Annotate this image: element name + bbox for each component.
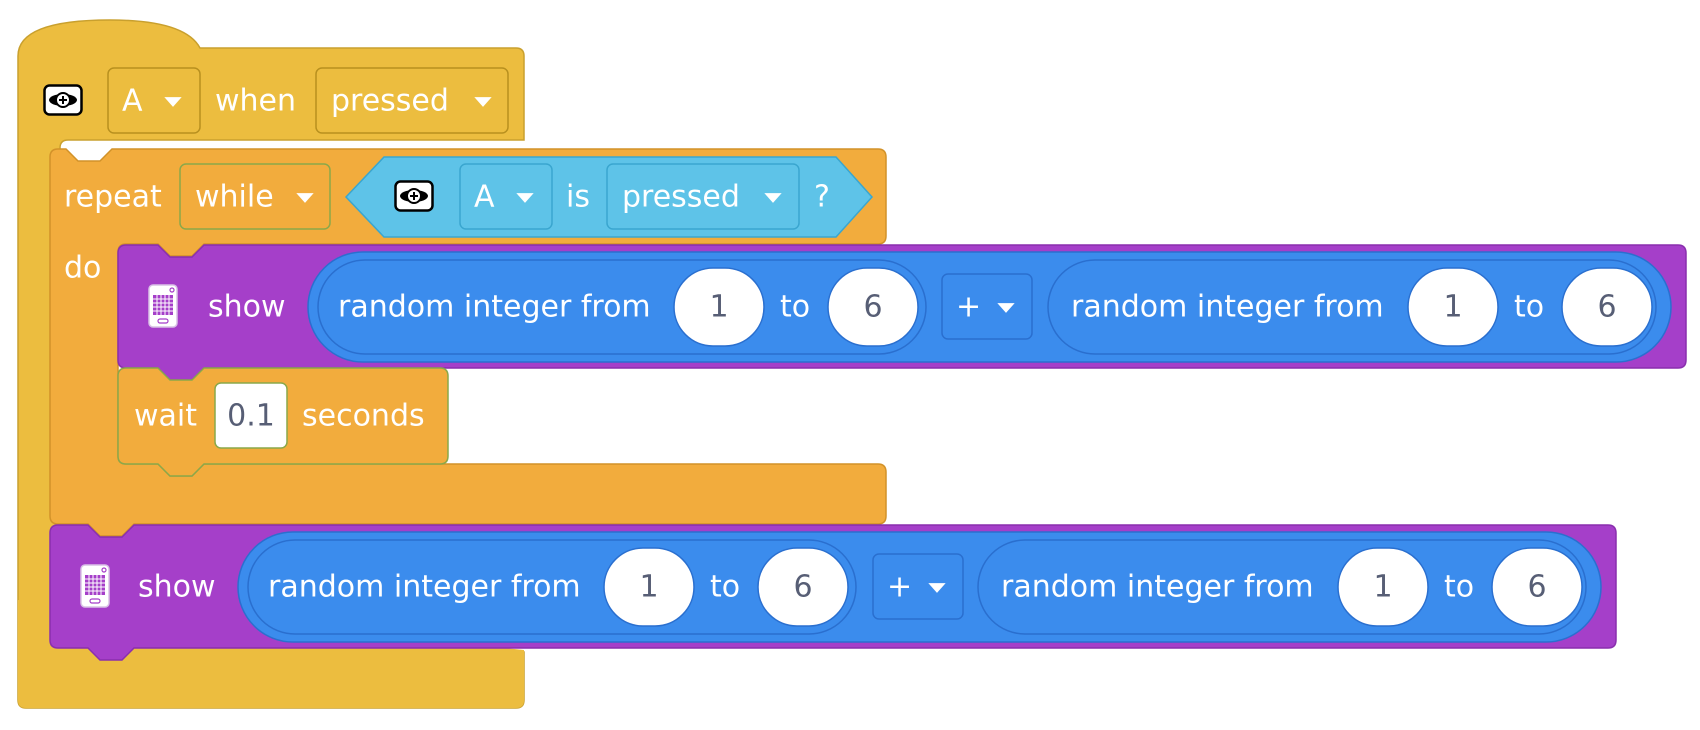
wait-seconds-value: 0.1	[227, 399, 275, 434]
to-number-input[interactable]: 6	[827, 267, 919, 347]
to-label: to	[1514, 290, 1544, 325]
to-value: 6	[863, 290, 882, 325]
from-value: 1	[1443, 290, 1462, 325]
button-dropdown[interactable]: A	[107, 67, 201, 134]
to-number-input[interactable]: 6	[1561, 267, 1653, 347]
condition-button-value: A	[474, 180, 495, 215]
from-value: 1	[639, 570, 658, 605]
random-label: random integer from	[268, 570, 581, 605]
to-number-input[interactable]: 6	[757, 547, 849, 627]
to-label: to	[710, 570, 740, 605]
question-mark: ?	[814, 180, 830, 215]
to-label: to	[1444, 570, 1474, 605]
do-label: do	[64, 251, 101, 286]
to-label: to	[780, 290, 810, 325]
random-label: random integer from	[338, 290, 651, 325]
loop-mode-value: while	[195, 180, 274, 215]
from-number-input[interactable]: 1	[1407, 267, 1499, 347]
condition-state-dropdown[interactable]: pressed	[606, 163, 800, 230]
from-value: 1	[709, 290, 728, 325]
from-number-input[interactable]: 1	[603, 547, 695, 627]
event-dropdown[interactable]: pressed	[315, 67, 509, 134]
repeat-while-block[interactable]: repeat while do A is pressed ?	[49, 148, 887, 537]
random-integer-right[interactable]: random integer from 1 to 6	[977, 539, 1587, 635]
operator-value: +	[887, 570, 912, 605]
to-number-input[interactable]: 6	[1491, 547, 1583, 627]
button-icon	[394, 180, 434, 212]
addition-reporter[interactable]: random integer from 1 to 6 +	[307, 251, 1672, 363]
from-number-input[interactable]: 1	[673, 267, 765, 347]
show-label: show	[138, 570, 216, 605]
random-integer-left[interactable]: random integer from 1 to 6	[317, 259, 927, 355]
button-is-pressed-condition[interactable]: A is pressed ?	[344, 156, 874, 238]
operator-dropdown[interactable]: +	[872, 553, 964, 620]
show-block-inner[interactable]: show random integer from 1 to 6	[117, 244, 1687, 381]
addition-reporter[interactable]: random integer from 1 to 6 + random inte…	[237, 531, 1602, 643]
condition-button-dropdown[interactable]: A	[459, 163, 553, 230]
loop-mode-dropdown[interactable]: while	[179, 163, 331, 230]
from-number-input[interactable]: 1	[1337, 547, 1429, 627]
from-value: 1	[1373, 570, 1392, 605]
wait-label: wait	[134, 399, 197, 434]
random-integer-left[interactable]: random integer from 1 to 6	[247, 539, 857, 635]
repeat-label: repeat	[64, 180, 162, 215]
button-icon	[43, 84, 83, 116]
show-label: show	[208, 290, 286, 325]
when-label: when	[215, 84, 296, 119]
led-display-icon	[148, 284, 178, 328]
show-block-outer[interactable]: show random integer from 1 to 6 +	[49, 524, 1617, 661]
event-dropdown-value: pressed	[331, 84, 449, 119]
condition-state-value: pressed	[622, 180, 740, 215]
to-value: 6	[1597, 290, 1616, 325]
wait-seconds-input[interactable]: 0.1	[214, 382, 288, 449]
random-label: random integer from	[1071, 290, 1384, 325]
random-label: random integer from	[1001, 570, 1314, 605]
button-dropdown-value: A	[122, 84, 143, 119]
operator-dropdown[interactable]: +	[941, 273, 1033, 340]
wait-block[interactable]: wait 0.1 seconds	[117, 367, 449, 477]
random-integer-right[interactable]: random integer from 1 to 6	[1047, 259, 1657, 355]
led-display-icon	[80, 564, 110, 608]
to-value: 6	[1527, 570, 1546, 605]
operator-value: +	[956, 290, 981, 325]
is-label: is	[566, 180, 590, 215]
seconds-label: seconds	[302, 399, 425, 434]
to-value: 6	[793, 570, 812, 605]
